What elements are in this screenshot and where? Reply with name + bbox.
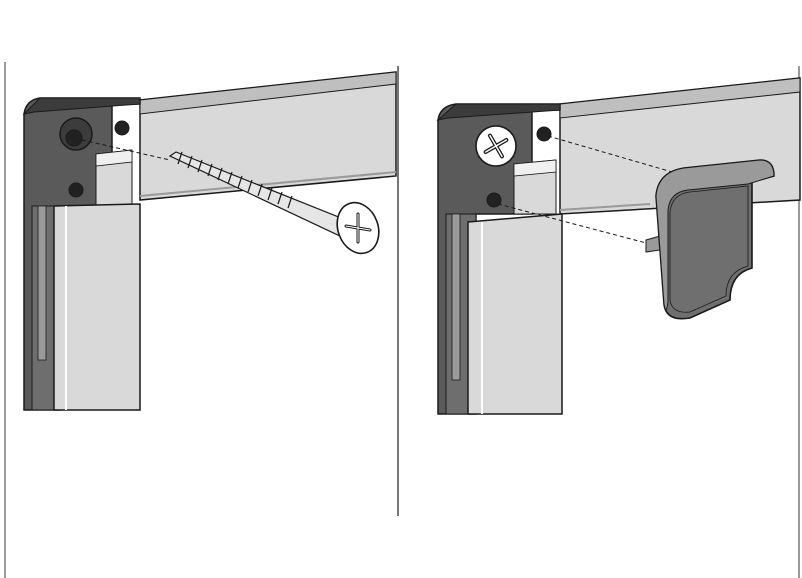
frame-left-rail [31, 203, 141, 411]
cap-guide-line-lower [497, 203, 651, 245]
pin-hole-lower-2 [486, 192, 502, 208]
corner-cap-icon [645, 159, 775, 320]
frame-left-rail-2 [445, 213, 563, 415]
panel-step-1 [22, 71, 397, 411]
screw-guide-line [81, 139, 171, 161]
pin-hole-lower [68, 182, 84, 198]
pin-hole-upper-2 [536, 126, 552, 142]
panel-step-2 [436, 77, 801, 415]
pin-hole-upper [114, 120, 130, 136]
frame-top-rail [139, 71, 397, 201]
screw-icon [168, 151, 380, 255]
cap-guide-line-upper [547, 135, 687, 177]
